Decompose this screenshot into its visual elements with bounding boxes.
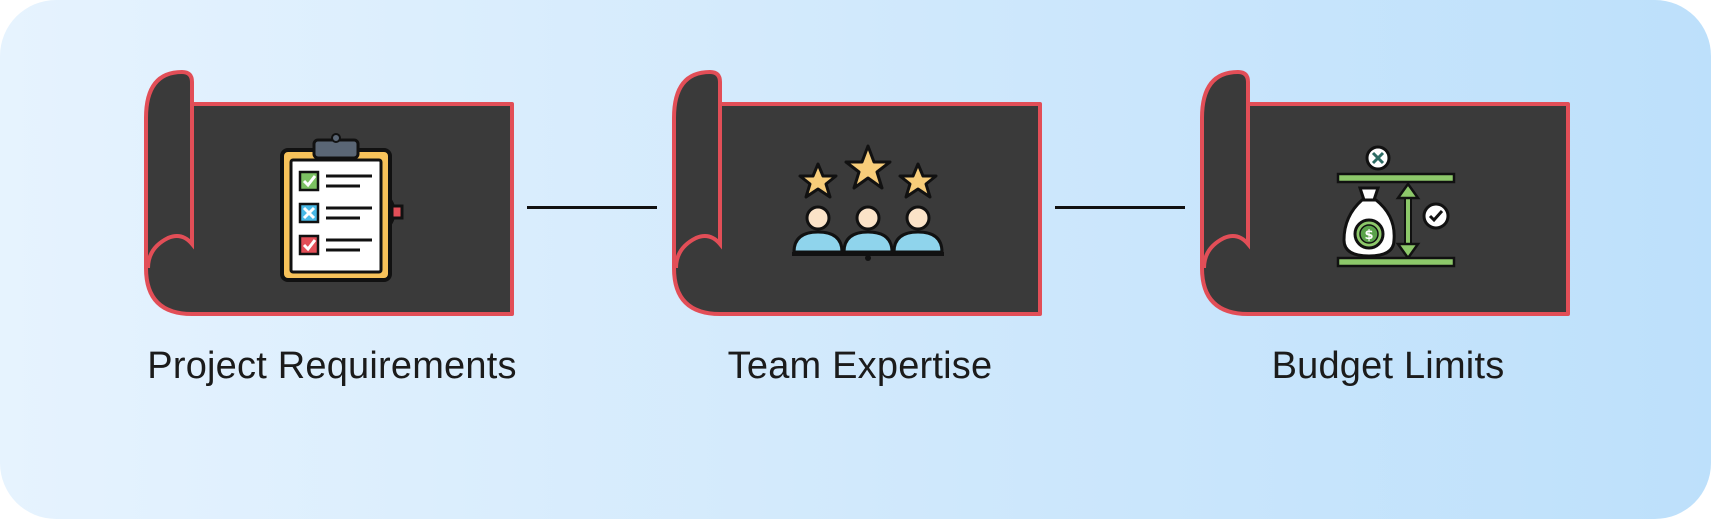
step-label: Team Expertise [727,345,993,387]
banner-scroll [1200,70,1570,316]
connector-line [527,206,657,209]
step-team-expertise: Team Expertise [670,68,1050,408]
clipboard-checklist-gear-icon [280,133,404,282]
step-label: Project Requirements [147,345,517,387]
budget-money-bag-icon: $ [1336,145,1456,268]
step-budget-limits: $ Budget Limits [1198,68,1578,408]
step-project-requirements: Project Requirements [142,68,522,408]
banner-scroll [672,70,1042,316]
svg-text:$: $ [1364,228,1373,243]
step-label: Budget Limits [1271,345,1505,387]
connector-line [1055,206,1185,209]
team-stars-icon [792,144,944,261]
